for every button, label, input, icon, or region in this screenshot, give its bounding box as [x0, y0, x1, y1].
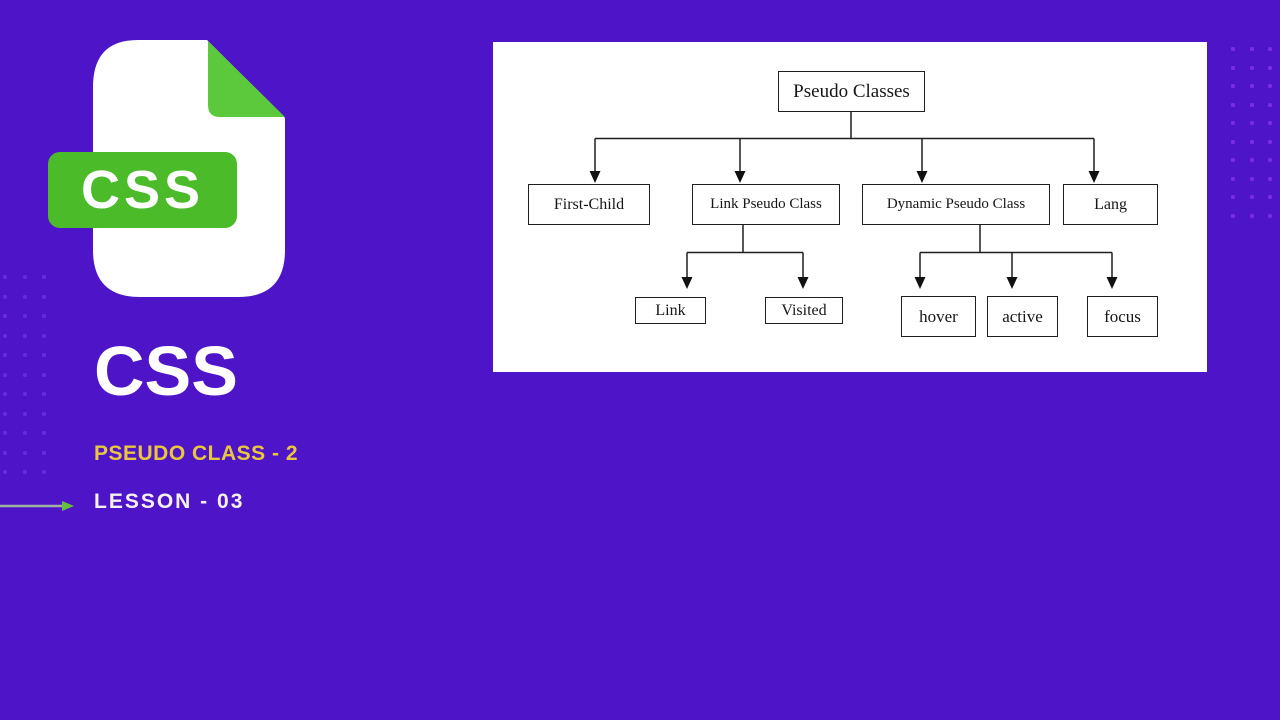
folded-corner-icon [208, 41, 285, 117]
css-file-icon: CSS [45, 38, 290, 300]
diagram-node-lang: Lang [1063, 184, 1158, 225]
dot-pattern-left [3, 275, 63, 495]
diagram-node-link-pseudo-class: Link Pseudo Class [692, 184, 840, 225]
diagram-node-pseudo-classes: Pseudo Classes [778, 71, 925, 112]
diagram-panel: Pseudo Classes First-Child Link Pseudo C… [493, 42, 1207, 372]
diagram-node-focus: focus [1087, 296, 1158, 337]
diagram-node-first-child: First-Child [528, 184, 650, 225]
diagram-node-dynamic-pseudo-class: Dynamic Pseudo Class [862, 184, 1050, 225]
diagram-node-visited: Visited [765, 297, 843, 324]
lesson-label: LESSON - 03 [94, 490, 245, 513]
diagram-node-hover: hover [901, 296, 976, 337]
diagram-node-active: active [987, 296, 1058, 337]
diagram-node-link: Link [635, 297, 706, 324]
arrow-icon [0, 501, 74, 511]
dot-pattern-right [1231, 47, 1280, 237]
subtitle: PSEUDO CLASS - 2 [94, 442, 299, 465]
css-badge: CSS [48, 152, 237, 228]
css-badge-label: CSS [80, 160, 205, 220]
page-title: CSS [94, 332, 238, 410]
